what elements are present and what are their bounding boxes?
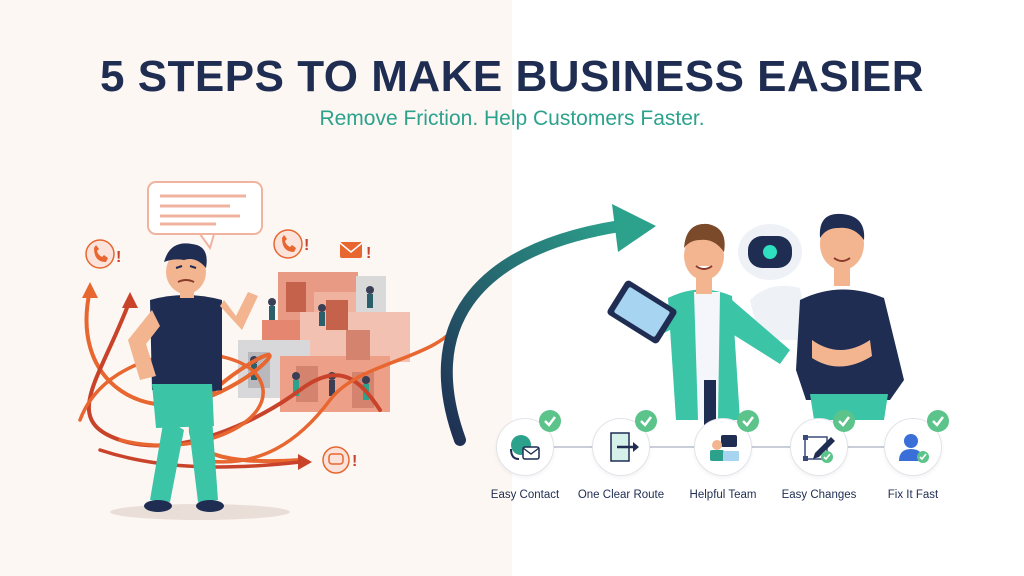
step-fix-it-fast[interactable]: Fix It Fast	[858, 410, 968, 501]
envelope-phone-icon	[510, 435, 540, 460]
checkmark-icon	[539, 410, 561, 432]
step-one-clear-route[interactable]: One Clear Route	[566, 410, 676, 501]
pencil-edit-icon	[803, 435, 835, 463]
step-circle	[694, 410, 759, 476]
person-check-icon	[899, 434, 929, 463]
step-label: Helpful Team	[689, 489, 757, 501]
checkmark-icon	[737, 410, 759, 432]
svg-text:!: !	[304, 237, 309, 254]
transition-arrow-icon	[440, 204, 656, 446]
team-screen-icon	[710, 435, 739, 461]
step-label: Easy Contact	[490, 489, 560, 501]
helper-man-dark-sweater	[796, 213, 904, 420]
chat-alert-icon: !	[322, 446, 357, 474]
step-easy-contact[interactable]: Easy Contact	[470, 410, 580, 501]
step-label: Fix It Fast	[887, 489, 939, 501]
phone-alert-icon-2: !	[273, 229, 309, 259]
checkmark-icon	[635, 410, 657, 432]
frustrated-man	[128, 243, 258, 512]
helper-man-tablet	[607, 223, 790, 430]
svg-text:!: !	[116, 249, 121, 266]
step-circle	[496, 410, 561, 476]
frustration-background	[0, 0, 512, 576]
step-circle	[790, 410, 855, 476]
step-label: Easy Changes	[781, 489, 857, 501]
step-circle	[884, 410, 949, 476]
phone-alert-icon: !	[85, 239, 121, 269]
door-arrow-icon	[610, 432, 639, 462]
mail-alert-icon: !	[339, 242, 371, 262]
page-subtitle: Remove Friction. Help Customers Faster.	[319, 107, 705, 130]
robot-assistant	[738, 224, 810, 340]
checkmark-icon	[927, 410, 949, 432]
step-label: One Clear Route	[577, 489, 665, 501]
checkmark-icon	[833, 410, 855, 432]
page-title: 5 STEPS TO MAKE BUSINESS EASIER	[100, 52, 924, 101]
step-circle	[592, 410, 657, 476]
solution-background	[512, 0, 1024, 576]
svg-text:!: !	[366, 245, 371, 262]
step-helpful-team[interactable]: Helpful Team	[668, 410, 778, 501]
step-easy-changes[interactable]: Easy Changes	[764, 410, 874, 501]
svg-text:!: !	[352, 453, 357, 470]
speech-bubble-icon	[147, 181, 263, 251]
